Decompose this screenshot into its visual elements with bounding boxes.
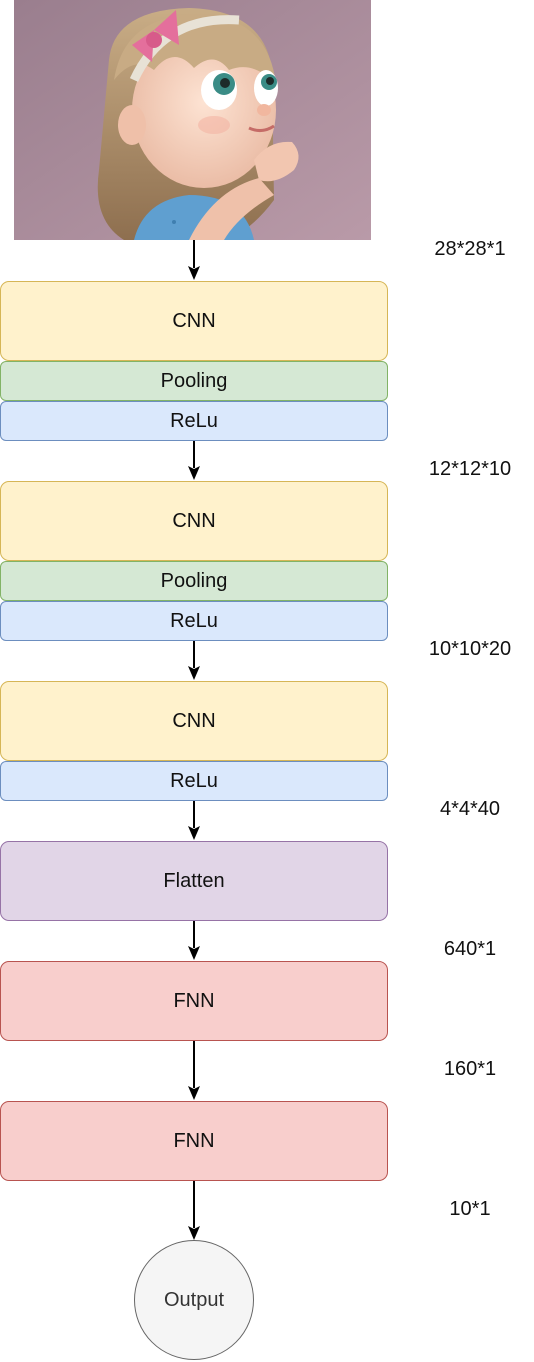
pooling-layer-2: Pooling	[0, 561, 388, 601]
cartoon-girl-image	[14, 0, 371, 240]
fnn-layer-1: FNN	[0, 961, 388, 1041]
flatten-layer-label: Flatten	[163, 869, 225, 892]
relu-layer-1: ReLu	[0, 401, 388, 441]
pooling-layer-1-label: Pooling	[160, 369, 228, 392]
output-node: Output	[134, 1240, 254, 1360]
dimension-label-3: 10*10*20	[428, 638, 512, 660]
cnn-layer-2-label: CNN	[172, 509, 216, 532]
dimension-label-1: 28*28*1	[434, 238, 506, 260]
dimension-label-7: 10*1	[449, 1198, 491, 1220]
cnn-layer-2: CNN	[0, 481, 388, 561]
cnn-layer-3-label: CNN	[172, 709, 216, 732]
relu-layer-3: ReLu	[0, 761, 388, 801]
flatten-layer: Flatten	[0, 841, 388, 921]
cnn-layer-1-label: CNN	[172, 309, 216, 332]
relu-layer-2-label: ReLu	[170, 609, 218, 632]
fnn-layer-1-label: FNN	[173, 989, 215, 1012]
cnn-layer-3: CNN	[0, 681, 388, 761]
output-node-label: Output	[163, 1288, 225, 1311]
relu-layer-3-label: ReLu	[170, 769, 218, 792]
dimension-label-2: 12*12*10	[428, 458, 512, 480]
cnn-layer-1: CNN	[0, 281, 388, 361]
pooling-layer-2-label: Pooling	[160, 569, 228, 592]
dimension-label-5: 640*1	[443, 938, 497, 960]
dimension-label-4: 4*4*40	[439, 798, 501, 820]
fnn-layer-2-label: FNN	[173, 1129, 215, 1152]
relu-layer-2: ReLu	[0, 601, 388, 641]
dimension-label-6: 160*1	[443, 1058, 497, 1080]
fnn-layer-2: FNN	[0, 1101, 388, 1181]
pooling-layer-1: Pooling	[0, 361, 388, 401]
relu-layer-1-label: ReLu	[170, 409, 218, 432]
